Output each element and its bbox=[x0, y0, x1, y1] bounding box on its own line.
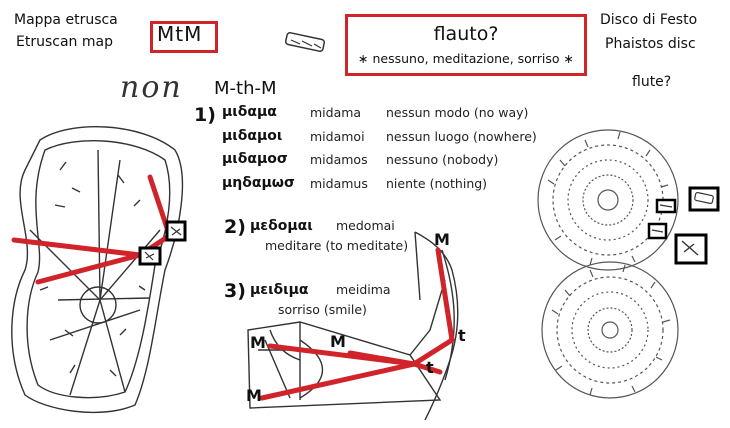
greek-word: μηδαμωσ bbox=[222, 175, 295, 191]
mtm-label: MtM bbox=[157, 22, 203, 46]
flute-question-label: flute? bbox=[632, 74, 672, 90]
greek-word: μιδαμα bbox=[222, 104, 277, 120]
map-red-lines bbox=[11, 174, 178, 285]
mthm-label: M-th-M bbox=[214, 78, 277, 99]
letter-m-top: M bbox=[434, 230, 450, 249]
section-3-greek: μειδιμα bbox=[250, 282, 309, 298]
meaning-text: nessun modo (no way) bbox=[386, 105, 529, 120]
phaistos-glyph-markers bbox=[647, 186, 720, 265]
section-2-greek: μεδομαι bbox=[250, 218, 313, 234]
letter-t-right: t bbox=[458, 326, 466, 345]
sketch-red-lines bbox=[259, 247, 455, 401]
greek-word: μιδαμοι bbox=[222, 128, 283, 144]
meaning-text: nessuno (nobody) bbox=[386, 152, 499, 167]
letter-t-center: t bbox=[426, 358, 434, 377]
section-2-translit: medomai bbox=[336, 218, 395, 233]
map-glyph-markers bbox=[138, 220, 187, 266]
etruscan-map-title-it: Mappa etrusca bbox=[14, 12, 118, 28]
meaning-text: nessun luogo (nowhere) bbox=[386, 129, 537, 144]
flute-subtitle: ∗ nessuno, meditazione, sorriso ∗ bbox=[358, 51, 574, 66]
non-label: non bbox=[120, 70, 183, 105]
section-3-meaning: sorriso (smile) bbox=[278, 302, 367, 317]
flute-box bbox=[345, 14, 587, 76]
translit-word: midamos bbox=[310, 152, 368, 167]
flute-glyph-icon bbox=[284, 31, 326, 53]
translit-word: midamoi bbox=[310, 129, 365, 144]
etruscan-map-title-en: Etruscan map bbox=[16, 34, 113, 50]
letter-m-left: M bbox=[250, 333, 266, 352]
mtm-box bbox=[150, 21, 218, 53]
translit-word: midamus bbox=[310, 176, 368, 191]
section-3-translit: meidima bbox=[336, 282, 391, 297]
letter-m-bottom: M bbox=[246, 386, 262, 405]
section-2-meaning: meditare (to meditate) bbox=[265, 238, 409, 253]
flute-title: flauto? bbox=[433, 23, 499, 45]
greek-word: μιδαμοσ bbox=[222, 151, 288, 167]
section-3-number: 3) bbox=[224, 280, 246, 302]
section-1-number: 1) bbox=[194, 104, 216, 126]
phaistos-disc-bottom-icon bbox=[541, 261, 679, 399]
etruscan-map-icon bbox=[11, 126, 184, 414]
section-2-number: 2) bbox=[224, 216, 246, 238]
letter-m-middle: M bbox=[330, 332, 346, 351]
meaning-text: niente (nothing) bbox=[386, 176, 488, 191]
phaistos-title-en: Phaistos disc bbox=[605, 36, 696, 52]
translit-word: midama bbox=[310, 105, 362, 120]
phaistos-title-it: Disco di Festo bbox=[600, 12, 698, 28]
